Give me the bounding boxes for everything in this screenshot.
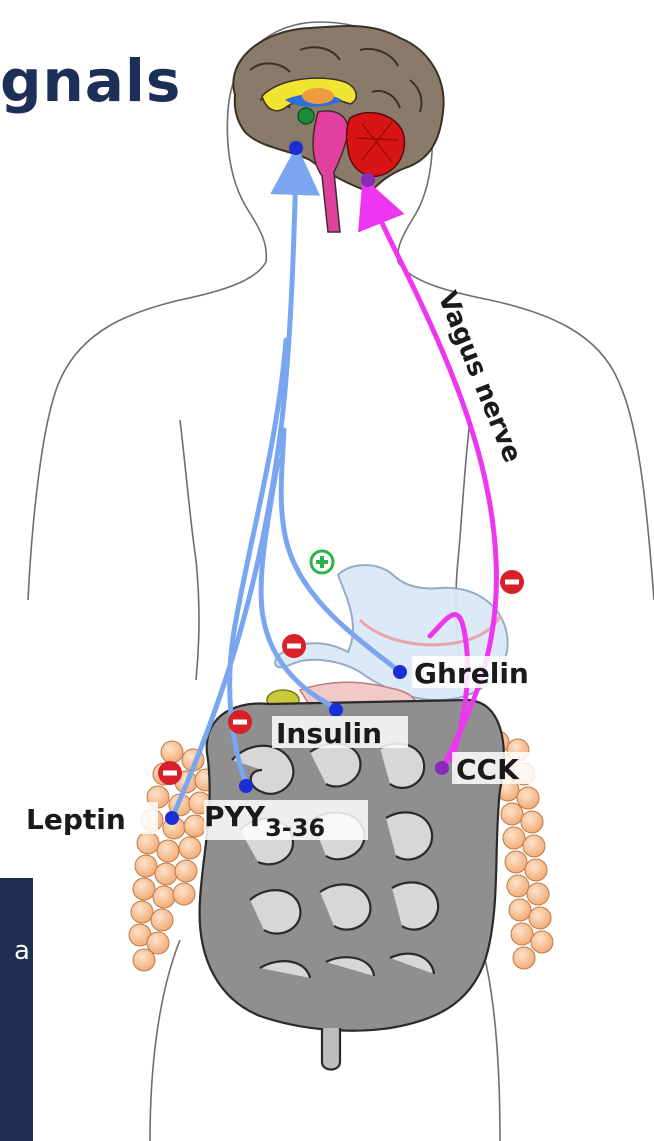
slide-title: gnals	[0, 52, 181, 110]
brain-target-dot	[289, 141, 303, 155]
insulin-dot	[329, 703, 343, 717]
minus-circle-icon	[500, 570, 524, 594]
minus-circle-icon	[228, 710, 252, 734]
vagus-nerve-label: Vagus nerve	[432, 287, 528, 466]
brain-illustration	[233, 26, 443, 232]
pyy-main-text: PYY	[204, 800, 266, 833]
ghrelin-dot	[393, 665, 407, 679]
minus-circle-icon	[158, 761, 182, 785]
leptin-label: Leptin	[26, 803, 126, 836]
side-text-panel: a	[0, 878, 33, 1141]
minus-circle-icon	[282, 634, 306, 658]
insulin-label: Insulin	[276, 717, 382, 750]
pyy-subscript-text: 3-36	[265, 814, 325, 842]
pyy-dot	[239, 779, 253, 793]
vagus-target-dot	[361, 173, 375, 187]
cck-dot	[435, 761, 449, 775]
side-panel-text: a	[14, 938, 30, 964]
ghrelin-label: Ghrelin	[414, 657, 529, 690]
plus-circle-icon	[311, 551, 333, 573]
cck-label: CCK	[456, 753, 520, 786]
leptin-dot	[165, 811, 179, 825]
